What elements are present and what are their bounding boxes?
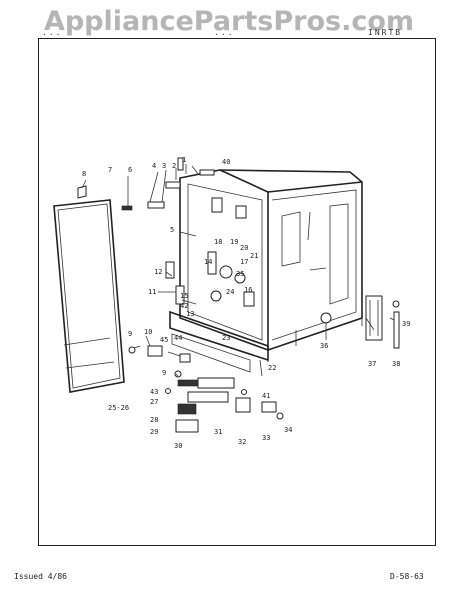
page-code: D-58-63 (390, 572, 424, 581)
callout-28: 28 (150, 416, 158, 424)
diagram-frame (38, 38, 436, 546)
callout-21: 21 (250, 252, 258, 260)
callout-12: 12 (154, 268, 162, 276)
callout-25-26: 25-26 (108, 404, 129, 412)
callout-34: 34 (284, 426, 292, 434)
callout-labels: 1 2 3 4 5 6 7 8 9 9 10 11 12 13 14 15 16… (82, 156, 410, 450)
callout-18: 18 (214, 238, 222, 246)
callout-20: 20 (240, 244, 248, 252)
callout-35: 35 (236, 270, 244, 278)
callout-23: 23 (222, 334, 230, 342)
callout-32: 32 (238, 438, 246, 446)
callout-45: 45 (160, 336, 168, 344)
header-left: ... (42, 28, 63, 37)
hinge-parts (77, 157, 215, 305)
callout-13: 13 (186, 310, 194, 318)
callout-44: 44 (174, 334, 182, 342)
watermark: AppliancePartsPros.com (43, 6, 415, 37)
callout-7: 7 (108, 166, 112, 174)
callout-39: 39 (402, 320, 410, 328)
callout-19: 19 (230, 238, 238, 246)
callout-6: 6 (128, 166, 132, 174)
callout-14: 14 (204, 258, 212, 266)
callout-4: 4 (152, 162, 156, 170)
callout-1: 1 (182, 156, 186, 164)
callout-42: 42 (180, 302, 188, 310)
callout-33: 33 (262, 434, 270, 442)
callout-30: 30 (174, 442, 182, 450)
callout-15: 15 (180, 292, 188, 300)
header-right: INRTB (368, 28, 403, 37)
callout-41: 41 (262, 392, 270, 400)
callout-22: 22 (268, 364, 276, 372)
callout-31: 31 (214, 428, 222, 436)
callout-16: 16 (244, 286, 252, 294)
callout-29: 29 (150, 428, 158, 436)
callout-36: 36 (320, 342, 328, 350)
callout-24: 24 (226, 288, 234, 296)
callout-40: 40 (222, 158, 230, 166)
callout-17: 17 (240, 258, 248, 266)
callout-9: 9 (128, 330, 132, 338)
latch-parts (128, 345, 235, 433)
callout-27: 27 (150, 398, 158, 406)
callout-3: 3 (162, 162, 166, 170)
callout-38: 38 (392, 360, 400, 368)
callout-9b: 9 (162, 369, 166, 377)
callout-43: 43 (150, 388, 158, 396)
callout-11: 11 (148, 288, 156, 296)
header-middle: ... (214, 28, 235, 37)
callout-10: 10 (144, 328, 152, 336)
callout-2: 2 (172, 162, 176, 170)
tub-assembly (169, 169, 363, 373)
leader-lines (81, 164, 395, 377)
callout-5: 5 (170, 226, 174, 234)
door-gasket (53, 199, 125, 393)
issued-date: Issued 4/86 (14, 572, 67, 581)
callout-8: 8 (82, 170, 86, 178)
callout-37: 37 (368, 360, 376, 368)
